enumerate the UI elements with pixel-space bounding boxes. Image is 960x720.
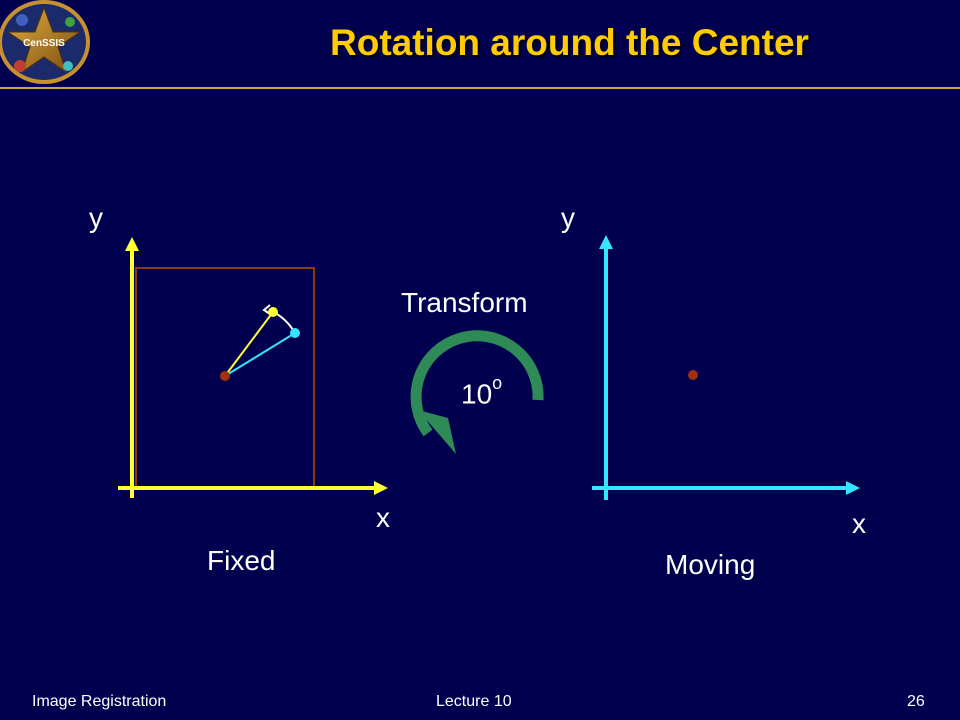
logo-orb-icon [16,14,28,26]
fixed-target-point [268,307,278,317]
rotated-point-vector [224,332,296,377]
fixed-caption: Fixed [207,545,276,576]
footer-course: Image Registration [32,693,167,710]
fixed-y-axis-arrowhead [125,237,139,251]
moving-x-axis-arrowhead [846,481,860,495]
logo-orb-icon [65,17,75,27]
moving-caption: Moving [665,549,756,580]
rotation-angle-label: 10o [461,374,502,410]
fixed-center-point [220,371,230,381]
transform-label: Transform [401,287,528,318]
rotation-arc-arrowhead-icon [262,304,271,315]
fixed-panel [118,237,388,498]
logo-orb-icon [14,60,26,72]
footer-page-number: 26 [907,693,925,710]
censsis-logo: CenSSIS [0,0,90,84]
logo-star-icon [6,6,82,74]
rotation-angle-unit: o [492,373,503,393]
moving-y-label: y [561,202,575,233]
fixed-x-axis-arrowhead [374,481,388,495]
logo-orb-icon [63,61,73,71]
transform-rotation-arrow [410,330,544,454]
rotation-arrowhead-icon [418,410,456,454]
moving-y-axis-arrowhead [599,235,613,249]
fixed-point-vector [224,311,274,377]
footer-lecture: Lecture 10 [436,693,512,710]
fixed-y-label: y [89,202,103,233]
slide-title: Rotation around the Center [330,22,809,63]
moving-center-point [688,370,698,380]
rotation-arrow-arc [410,330,544,437]
title-divider [0,87,960,89]
moving-target-point [290,328,300,338]
logo-text: CenSSIS [23,38,65,49]
fixed-x-label: x [376,502,390,533]
moving-x-label: x [852,508,866,539]
moving-panel [592,235,860,500]
rotation-angle-value: 10 [461,378,493,410]
